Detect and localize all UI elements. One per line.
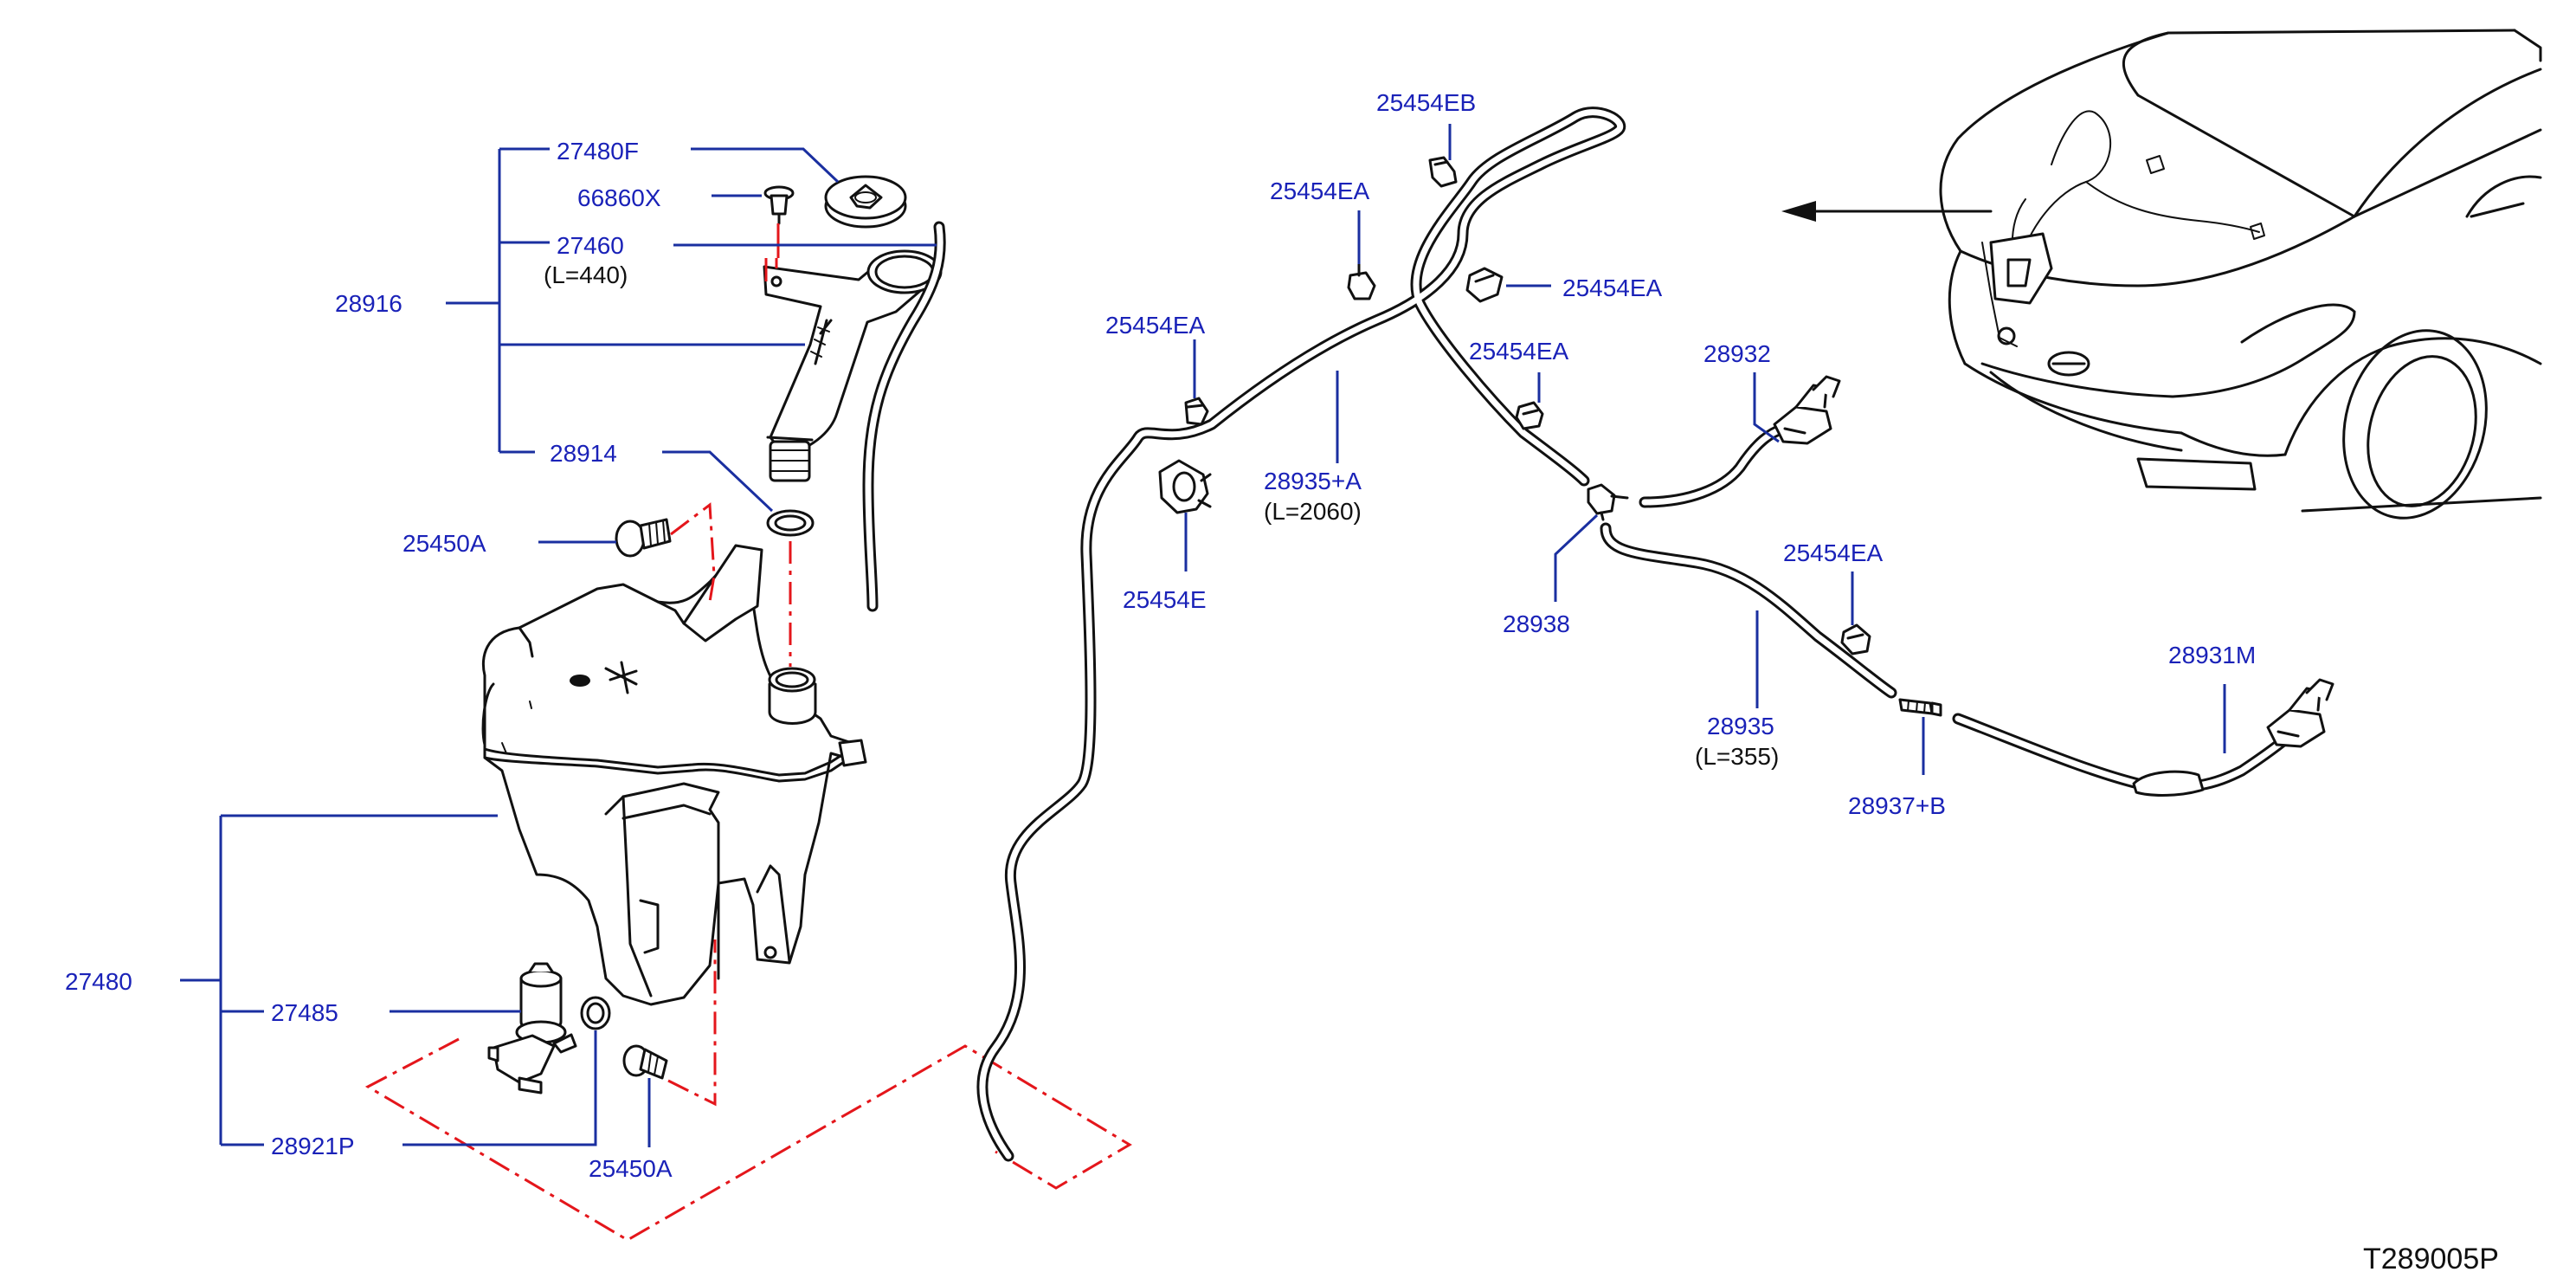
label-25454EA-d: 25454EA <box>1469 338 1569 365</box>
label-25450A-bottom: 25450A <box>589 1155 673 1182</box>
label-25454EA-a: 25454EA <box>1270 178 1370 204</box>
label-27485: 27485 <box>271 999 338 1026</box>
clip-25454EA-c <box>1184 397 1209 426</box>
filler-tube-28916 <box>763 249 943 482</box>
grommet-28921P <box>580 996 611 1030</box>
pump-27485 <box>487 962 577 1095</box>
label-28921P: 28921P <box>271 1133 355 1159</box>
label-28935A: 28935+A <box>1264 468 1362 494</box>
clip-66860X <box>763 185 795 225</box>
label-28935-length: (L=355) <box>1695 743 1779 770</box>
bracket-25454E <box>1158 459 1212 514</box>
diagram-code: T289005P <box>2363 1243 2499 1275</box>
nozzle-28932 <box>1773 375 1841 445</box>
part-labels: 27480F 66860X 27460 (L=440) 28916 28914 … <box>65 89 2499 1275</box>
nozzle-28931M <box>2266 678 2334 748</box>
washer-tank-27480 <box>481 544 867 1006</box>
label-27460: 27460 <box>557 232 624 259</box>
label-28932: 28932 <box>1703 340 1771 367</box>
washer-cap-27480F <box>824 175 907 229</box>
direction-arrow <box>1781 201 1993 222</box>
vehicle-front-illustration <box>1939 29 2542 520</box>
clip-25454EA-d <box>1515 401 1544 430</box>
label-25454EA-b: 25454EA <box>1562 274 1663 301</box>
clip-25454EA-a <box>1347 262 1376 300</box>
tube-27460 <box>862 221 946 612</box>
label-25450A-top: 25450A <box>402 530 486 557</box>
label-27460-length: (L=440) <box>544 262 628 288</box>
phantom-lines <box>364 223 1132 1242</box>
hose-28935 <box>1600 522 1897 699</box>
label-27480F: 27480F <box>557 138 639 165</box>
label-28935: 28935 <box>1707 713 1774 739</box>
hose-28935A <box>976 107 1626 1162</box>
label-28931M: 28931M <box>2168 642 2256 668</box>
clip-25454EB <box>1428 156 1458 188</box>
grommet-28914 <box>766 509 815 537</box>
label-28914: 28914 <box>550 440 617 467</box>
label-25454EA-c: 25454EA <box>1105 312 1206 339</box>
clip-25454EA-b <box>1465 267 1504 303</box>
connector-28938 <box>1587 483 1629 521</box>
hose-28931M <box>1952 713 2300 797</box>
clip-25454EA-e <box>1840 623 1871 655</box>
joint-28937B <box>1898 698 1942 717</box>
label-27480: 27480 <box>65 968 132 995</box>
leader-lines <box>180 124 2226 1147</box>
label-25454E: 25454E <box>1123 586 1207 613</box>
label-28935A-length: (L=2060) <box>1264 498 1362 525</box>
label-25454EA-e: 25454EA <box>1783 539 1884 566</box>
label-66860X: 66860X <box>577 184 661 211</box>
label-28938: 28938 <box>1503 610 1570 637</box>
label-25454EB: 25454EB <box>1376 89 1476 116</box>
bolt-25450A-bottom <box>622 1044 668 1080</box>
label-28916: 28916 <box>335 290 402 317</box>
label-28937B: 28937+B <box>1848 792 1946 819</box>
bolt-25450A-top <box>615 518 672 558</box>
hose-28932 <box>1639 423 1789 508</box>
